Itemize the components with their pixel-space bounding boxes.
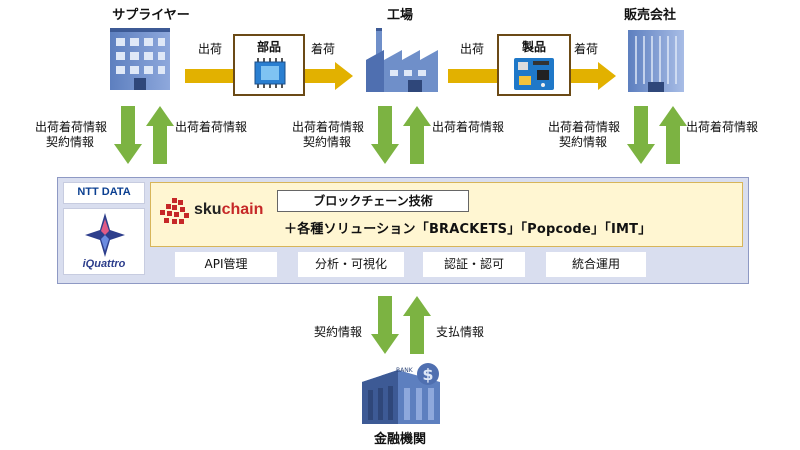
ntt-data-logo: NTT DATA (77, 186, 131, 198)
factory-icon (366, 28, 438, 92)
label-supplier-contract-info: 契約情報 (46, 135, 95, 149)
label-sales-contract-info: 契約情報 (559, 135, 608, 149)
blockchain-tech-box: ブロックチェーン技術 (277, 190, 469, 212)
skuchain-logo: skuchain (194, 201, 263, 219)
feature-auth: 認証・認可 (423, 252, 525, 277)
skuchain-logo-suffix: chain (221, 201, 264, 218)
up-arrow-factory (403, 106, 431, 164)
bank-sign: BANK (396, 367, 414, 374)
label-factory-shipping-info-down: 出荷着荷情報 (292, 120, 365, 134)
label-factory-contract-info: 契約情報 (303, 135, 352, 149)
feature-api-management: API管理 (175, 252, 277, 277)
label-supplier-shipping-info-up: 出荷着荷情報 (175, 120, 248, 134)
up-arrow-supplier (146, 106, 174, 164)
label-sales-shipping-info-down: 出荷着荷情報 (548, 120, 621, 134)
chip-icon (254, 58, 286, 88)
ntt-data-logo-box: NTT DATA (63, 182, 145, 204)
products-label: 製品 (521, 40, 546, 54)
label-shipment-1: 出荷 (198, 42, 223, 56)
products-box: 製品 (497, 34, 571, 96)
down-arrow-bank (371, 296, 399, 354)
down-arrow-sales (627, 106, 655, 164)
sales-building-icon (628, 30, 684, 92)
label-factory-shipping-info-up: 出荷着荷情報 (432, 120, 505, 134)
down-arrow-supplier (114, 106, 142, 164)
node-title-sales-company: 販売会社 (623, 8, 676, 23)
label-bank-contract-info: 契約情報 (314, 325, 363, 339)
supplier-building-icon (110, 28, 170, 90)
skuchain-mark-icon (160, 198, 189, 224)
feature-analytics-visualization: 分析・可視化 (298, 252, 404, 277)
circuit-board-icon (514, 58, 554, 90)
up-arrow-sales (659, 106, 687, 164)
iquattro-star-icon (85, 213, 125, 257)
label-receipt-1: 着荷 (311, 42, 336, 56)
label-sales-shipping-info-up: 出荷着荷情報 (686, 120, 759, 134)
parts-label: 部品 (256, 40, 281, 54)
label-shipment-2: 出荷 (460, 42, 485, 56)
node-title-factory: 工場 (386, 8, 413, 23)
skuchain-logo-prefix: sku (194, 201, 222, 218)
label-supplier-shipping-info-down: 出荷着荷情報 (35, 120, 108, 134)
parts-box: 部品 (233, 34, 305, 96)
down-arrow-factory (371, 106, 399, 164)
iquattro-logo-text: iQuattro (82, 258, 126, 270)
label-bank-payment-info: 支払情報 (436, 325, 485, 339)
node-title-financial-institution: 金融機関 (373, 432, 426, 447)
bank-building-icon: $ BANK (362, 363, 440, 424)
iquattro-logo-box: iQuattro (63, 208, 145, 275)
node-title-supplier: サプライヤー (112, 8, 190, 23)
up-arrow-bank (403, 296, 431, 354)
solutions-text: ＋各種ソリューション「BRACKETS」「Popcode」「IMT」 (284, 222, 652, 237)
svg-text:$: $ (422, 365, 433, 384)
label-receipt-2: 着荷 (574, 42, 599, 56)
feature-integrated-operations: 統合運用 (546, 252, 646, 277)
